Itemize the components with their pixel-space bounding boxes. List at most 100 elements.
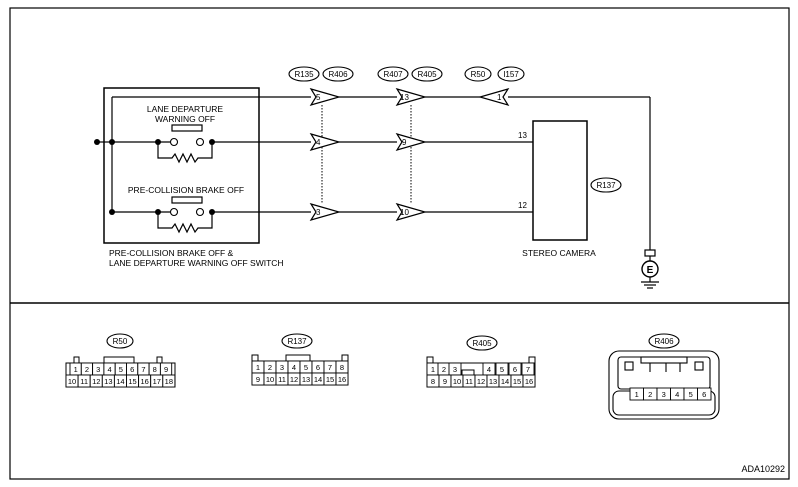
pin-r137-number: 10 [266, 375, 274, 384]
pin-r50-number: 2 [85, 365, 89, 374]
pin-r137-number: 15 [326, 375, 334, 384]
pin-r405-number: 1 [431, 365, 435, 374]
view-title-r405: R405 [472, 339, 492, 348]
switch-contacts [94, 137, 215, 217]
switch-name-line-2: LANE DEPARTURE WARNING OFF SWITCH [109, 258, 284, 268]
pin-r137-number: 14 [314, 375, 322, 384]
pin-r137-number: 12 [290, 375, 298, 384]
figure-id: ADA10292 [741, 464, 785, 474]
stereo-camera-box [532, 120, 588, 241]
label-r407: R407 [383, 70, 403, 79]
pin-r50-number: 14 [116, 377, 124, 386]
pin-r137-cell [335, 372, 349, 386]
pin-r50-number: 11 [80, 377, 88, 386]
pin-r406-number: 2 [648, 390, 652, 399]
pin-r405-number: 6 [513, 365, 517, 374]
connector-pin-r50-i157 [477, 87, 510, 107]
pin-r50-number: 8 [153, 365, 157, 374]
pin-r137-number: 1 [256, 363, 260, 372]
pin-r50-number: 15 [128, 377, 136, 386]
view-title-r406: R406 [654, 337, 674, 346]
pin-r50-number: 3 [96, 365, 100, 374]
pin-r50-number: 12 [92, 377, 100, 386]
label-i157: I157 [503, 70, 519, 79]
pin-r50-number: 18 [165, 377, 173, 386]
switch-assembly [97, 87, 311, 244]
pin-r50-cell [162, 374, 176, 388]
pin-r135-4: 4 [316, 138, 321, 147]
pin-r405-number: 13 [489, 377, 497, 386]
view-title-r50: R50 [113, 337, 128, 346]
pin-r406-number: 5 [689, 390, 693, 399]
pin-r137-number: 9 [256, 375, 260, 384]
pin-r405-number: 9 [443, 377, 447, 386]
pin-r405-number: 11 [465, 377, 473, 386]
pin-r137-number: 13 [302, 375, 310, 384]
pin-r50-1: 1 [497, 93, 502, 102]
label-r405: R405 [417, 70, 437, 79]
pin-r137-number: 3 [280, 363, 284, 372]
pin-r406-number: 6 [702, 390, 706, 399]
pin-r50-number: 13 [104, 377, 112, 386]
pin-r137-number: 16 [338, 375, 346, 384]
pin-r405-number: 3 [453, 365, 457, 374]
pin-r405-number: 14 [501, 377, 509, 386]
label-r50: R50 [471, 70, 486, 79]
pin-r137-number: 5 [304, 363, 308, 372]
view-title-r137: R137 [287, 337, 307, 346]
pin-r137-number: 7 [328, 363, 332, 372]
pin-r50-number: 5 [119, 365, 123, 374]
pin-r405-number: 7 [526, 365, 530, 374]
pin-r50-number: 16 [140, 377, 148, 386]
pin-r405-number: 5 [500, 365, 504, 374]
pin-r50-number: 10 [68, 377, 76, 386]
pin-r405-cell [522, 374, 536, 388]
label-r406: R406 [328, 70, 348, 79]
connector-labels [288, 66, 622, 193]
label-r135: R135 [294, 70, 314, 79]
pin-r405-number: 10 [453, 377, 461, 386]
ground-symbol [641, 249, 659, 289]
pin-r407-9: 9 [402, 138, 407, 147]
connector-pins-r135-r406 [309, 87, 342, 222]
pin-r405-number: 8 [431, 377, 435, 386]
diagram-frame [9, 7, 790, 480]
pin-r137-number: 6 [316, 363, 320, 372]
pin-r137-number: 2 [268, 363, 272, 372]
pin-r50-number: 9 [164, 365, 168, 374]
camera-pin-12: 12 [518, 201, 527, 210]
pin-r407-10: 10 [400, 208, 409, 217]
ground-label: E [647, 265, 654, 276]
pin-r137-number: 11 [278, 375, 286, 384]
switch-name-line-1: PRE-COLLISION BRAKE OFF & [109, 248, 234, 258]
pin-r406-number: 3 [662, 390, 666, 399]
pin-r405-number: 4 [487, 365, 491, 374]
stereo-camera-label: STEREO CAMERA [522, 248, 596, 258]
harness-wires [339, 96, 651, 250]
pin-r405-number: 12 [477, 377, 485, 386]
pin-r50-number: 7 [141, 365, 145, 374]
pin-r405-number: 16 [525, 377, 533, 386]
pin-r50-number: 6 [130, 365, 134, 374]
lane-departure-label-1: LANE DEPARTURE [147, 104, 224, 114]
camera-pin-13: 13 [518, 131, 527, 140]
pin-r407-13: 13 [400, 93, 409, 102]
pin-r405-number: 15 [513, 377, 521, 386]
pin-r406-number: 1 [635, 390, 639, 399]
switch-box [103, 87, 260, 244]
pre-collision-label: PRE-COLLISION BRAKE OFF [128, 185, 244, 195]
pin-r406-cell [697, 387, 712, 401]
lane-departure-label-2: WARNING OFF [155, 114, 215, 124]
pin-r50-number: 17 [153, 377, 161, 386]
pin-r50-number: 1 [74, 365, 78, 374]
label-r137: R137 [596, 181, 616, 190]
pin-r50-number: 4 [107, 365, 111, 374]
pin-r406-number: 4 [675, 390, 679, 399]
pin-r135-3: 3 [316, 208, 321, 217]
connector-dotted-links [321, 105, 412, 204]
